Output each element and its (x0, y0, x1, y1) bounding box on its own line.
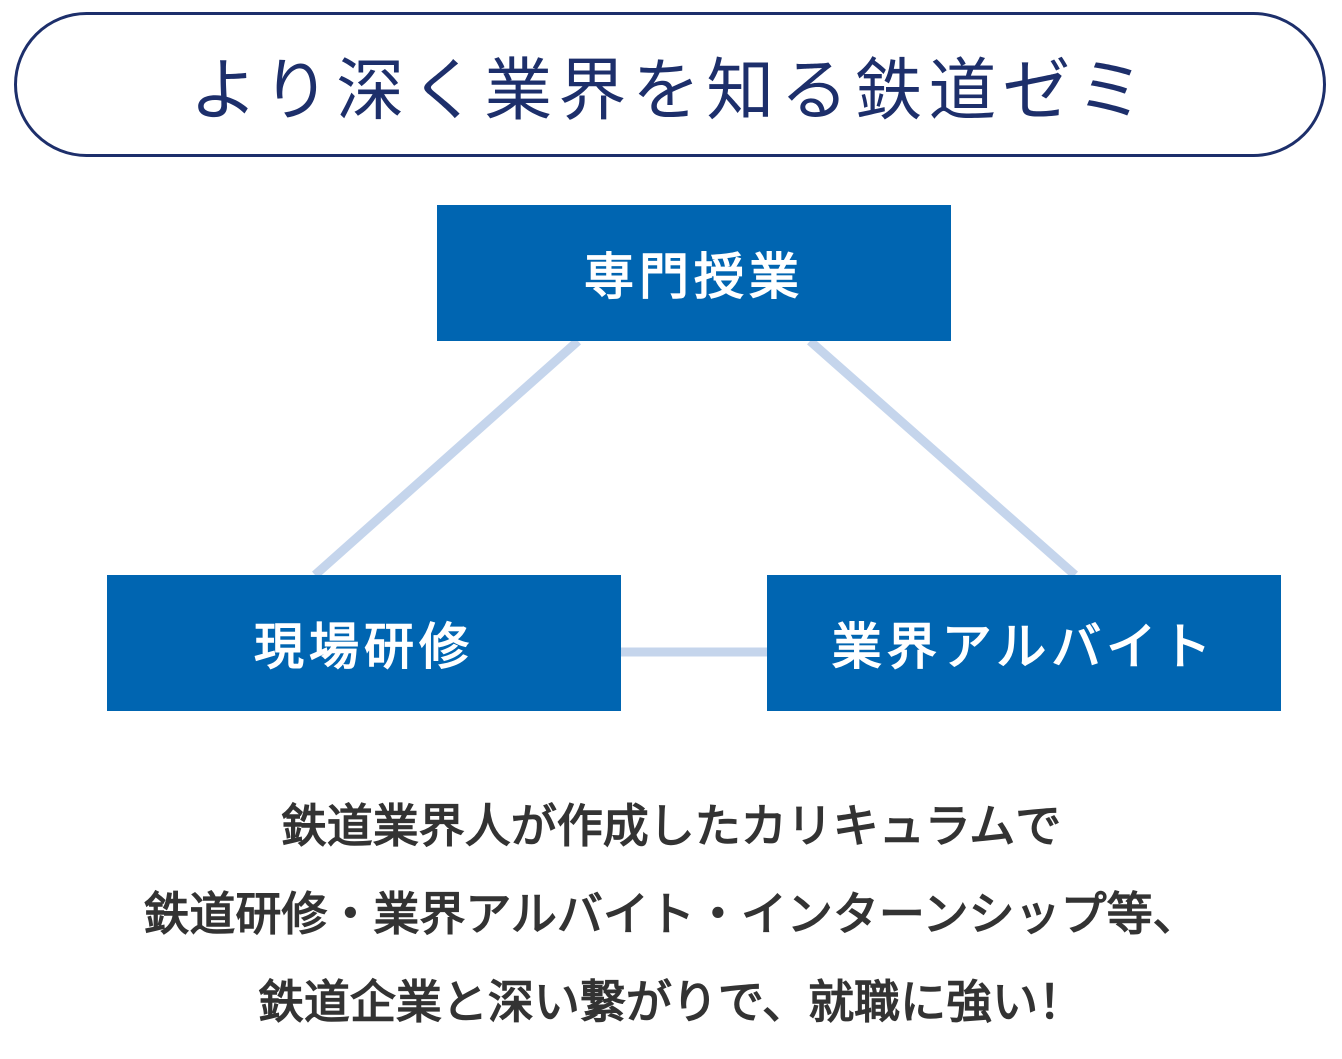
node-specialized-classes: 専門授業 (437, 205, 951, 341)
caption: 鉄道業界人が作成したカリキュラムで 鉄道研修・業界アルバイト・インターンシップ等… (0, 782, 1342, 1046)
caption-line-2: 鉄道研修・業界アルバイト・インターンシップ等、 (143, 887, 1199, 941)
connector-top-left (312, 337, 581, 579)
node-label-left: 現場研修 (254, 618, 474, 676)
caption-line-1: 鉄道業界人が作成したカリキュラムで (280, 799, 1062, 853)
node-industry-part-time: 業界アルバイト (767, 575, 1281, 711)
node-label-top: 専門授業 (584, 248, 804, 306)
node-label-right: 業界アルバイト (831, 618, 1217, 676)
title-banner: より深く業界を知る鉄道ゼミ (14, 12, 1326, 157)
page-title: より深く業界を知る鉄道ゼミ (189, 52, 1151, 131)
caption-line-3: 鉄道企業と深い繋がりで、就職に強い！ (257, 975, 1085, 1029)
node-field-training: 現場研修 (107, 575, 621, 711)
connector-top-right (807, 337, 1078, 579)
